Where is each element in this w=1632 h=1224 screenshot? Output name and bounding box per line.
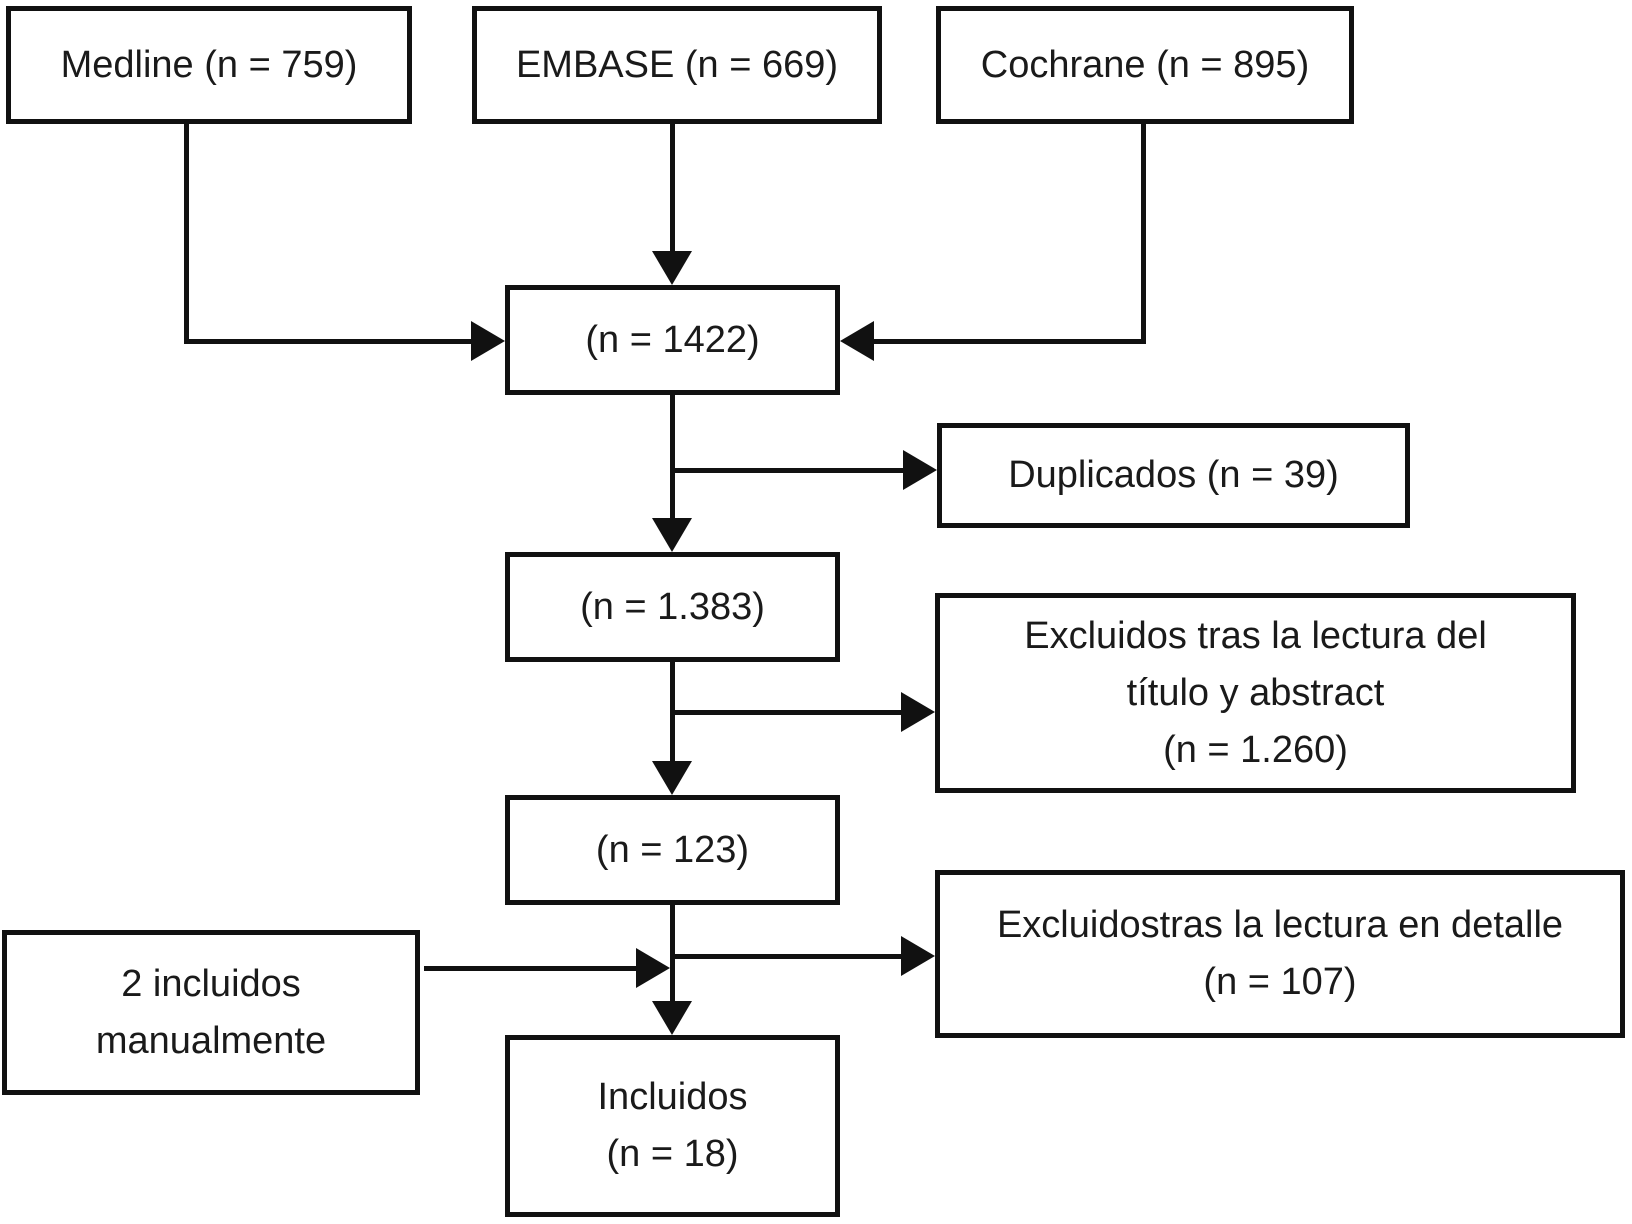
connector-branch-excluded-detail xyxy=(672,954,901,959)
excluded-title-abstract-line1: Excluidos tras la lectura del xyxy=(1024,614,1487,657)
arrowhead-to-after-title-abstract xyxy=(652,761,692,795)
included-count: (n = 18) xyxy=(606,1133,739,1175)
arrowhead-to-duplicates xyxy=(903,450,937,490)
duplicates-box: Duplicados (n = 39) xyxy=(937,423,1410,528)
connector-cochrane-vertical xyxy=(1141,124,1146,342)
after-title-abstract-box: (n = 123) xyxy=(505,795,840,905)
arrowhead-to-included xyxy=(652,1001,692,1035)
manual-included-line1: 2 incluidos xyxy=(121,962,301,1005)
after-duplicates-box: (n = 1.383) xyxy=(505,552,840,662)
excluded-detail-line1: Excluidostras la lectura en detalle xyxy=(996,904,1564,946)
connector-branch-duplicates xyxy=(672,468,903,473)
arrowhead-to-excluded-title-abstract xyxy=(901,692,935,732)
connector-medline-horizontal xyxy=(184,339,471,344)
after-title-abstract-label: (n = 123) xyxy=(595,828,750,871)
excluded-title-abstract-line2: título y abstract xyxy=(1126,671,1385,714)
excluded-title-abstract-box: Excluidos tras la lectura del título y a… xyxy=(935,593,1576,793)
excluded-detail-line2: (n = 107) xyxy=(1203,961,1357,1003)
arrowhead-medline-to-combined xyxy=(471,321,505,361)
included-title: Incluidos xyxy=(597,1076,748,1118)
connector-combined-vertical xyxy=(670,395,675,518)
included-box: Incluidos (n = 18) xyxy=(505,1035,840,1217)
arrowhead-to-excluded-detail xyxy=(901,936,935,976)
combined-label: (n = 1422) xyxy=(585,318,760,361)
arrowhead-manual-to-flow xyxy=(636,948,670,988)
arrowhead-cochrane-to-combined xyxy=(840,321,874,361)
connector-screened-vertical xyxy=(670,905,675,1001)
duplicates-label: Duplicados (n = 39) xyxy=(1008,454,1339,496)
embase-label: EMBASE (n = 669) xyxy=(515,43,839,86)
arrowhead-combined-to-after-duplicates xyxy=(652,518,692,552)
connector-manual-horizontal xyxy=(424,966,636,971)
manual-included-box: 2 incluidos manualmente xyxy=(2,930,420,1095)
excluded-detail-box: Excluidostras la lectura en detalle (n =… xyxy=(935,870,1625,1038)
excluded-title-abstract-line3: (n = 1.260) xyxy=(1163,728,1348,771)
manual-included-line2: manualmente xyxy=(95,1019,327,1062)
cochrane-label: Cochrane (n = 895) xyxy=(980,43,1310,86)
connector-embase-vertical xyxy=(670,124,675,252)
combined-box: (n = 1422) xyxy=(505,285,840,395)
medline-box: Medline (n = 759) xyxy=(6,6,412,124)
connector-branch-excluded-title-abstract xyxy=(672,710,901,715)
medline-label: Medline (n = 759) xyxy=(60,43,358,86)
connector-medline-vertical xyxy=(184,124,189,342)
embase-box: EMBASE (n = 669) xyxy=(472,6,882,124)
arrowhead-embase-to-combined xyxy=(652,251,692,285)
after-duplicates-label: (n = 1.383) xyxy=(580,585,765,628)
cochrane-box: Cochrane (n = 895) xyxy=(936,6,1354,124)
connector-cochrane-horizontal xyxy=(874,339,1146,344)
